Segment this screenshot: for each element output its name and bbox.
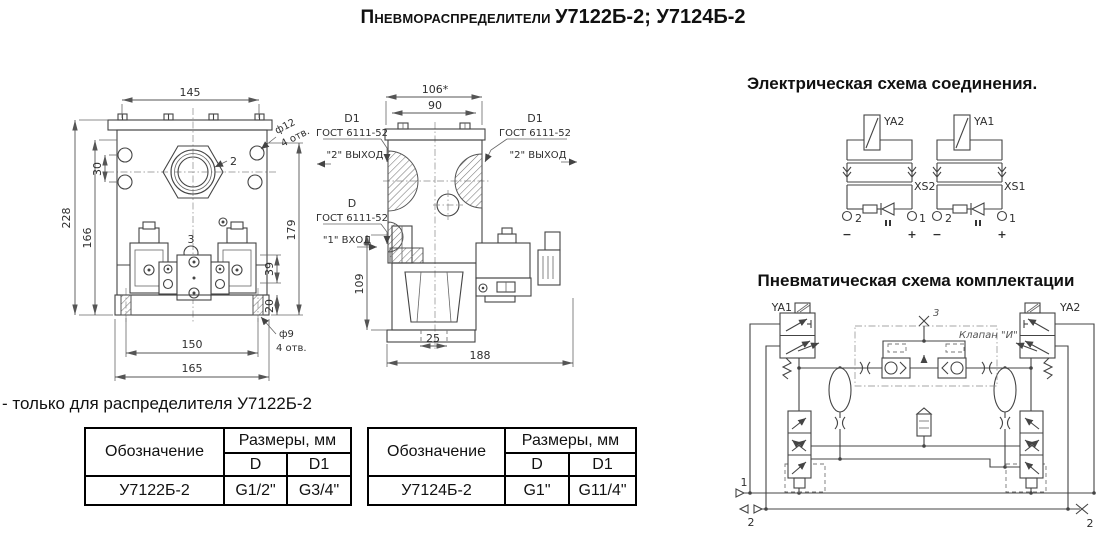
terminal-1: 1: [1009, 212, 1016, 225]
cell-d1-value: G11/4": [568, 475, 637, 506]
electrical-heading: Электрическая схема соединения.: [747, 74, 1038, 93]
port-bore-left: [387, 150, 419, 212]
col-designation: Обозначение: [84, 427, 225, 477]
dim-39: 39: [263, 262, 276, 276]
side-view-dimensions: 106* 90 109 25 188: [353, 83, 574, 367]
label-gost-r: ГОСТ 6111-52: [499, 128, 571, 139]
pneumatic-schematic: YA1 YA2 3: [735, 301, 1096, 530]
cell-d1-value: G3/4": [286, 475, 352, 506]
col-d: D: [223, 452, 288, 477]
polarity-minus: −: [842, 228, 851, 241]
port-symbols: 1 2 2: [735, 476, 1094, 530]
label-d1: D1: [344, 112, 359, 125]
valve-label-ya1: YA1: [771, 301, 792, 314]
port-boss-hexagon: [162, 145, 224, 199]
col-d1: D1: [286, 452, 352, 477]
dim-25: 25: [426, 332, 440, 345]
connector-label: XS2: [914, 180, 936, 193]
callout-port-2: 2: [230, 155, 237, 168]
dim-20: 20: [263, 299, 276, 313]
terminal-2: 2: [945, 212, 952, 225]
electrical-unit-ya1: YA1 XS1 2 1 − +: [931, 114, 1026, 241]
pilot-valve-ya1: YA1: [771, 301, 820, 380]
port-bore-right: [454, 153, 483, 209]
terminal-1: 1: [919, 212, 926, 225]
callout-3: 3: [933, 308, 939, 319]
hole-bottom-dia: ф9: [279, 329, 294, 340]
pneumatic-piping: [744, 323, 1096, 511]
dim-30: 30: [91, 162, 104, 176]
port-2-right-label: 2: [1087, 517, 1094, 530]
terminal-2: 2: [855, 212, 862, 225]
col-d1: D1: [568, 452, 637, 477]
cell-designation: У7122Б-2: [84, 475, 225, 506]
dim-188: 188: [470, 349, 491, 362]
valve-label-ya2: YA2: [1059, 301, 1080, 314]
main-valve-left: [784, 410, 826, 493]
col-sizes: Размеры, мм: [504, 427, 637, 454]
dim-166: 166: [81, 228, 94, 249]
dimensions-table-u7122: Обозначение Размеры, мм D D1 У7122Б-2 G1…: [84, 427, 352, 506]
dim-179: 179: [285, 220, 298, 241]
coil-label: YA2: [883, 115, 904, 128]
and-valve-block: 3 Клапан "И": [854, 308, 1018, 387]
and-valve-label: Клапан "И": [959, 330, 1018, 341]
label-gost2: ГОСТ 6111-52: [316, 213, 388, 224]
port-1-label: 1: [741, 476, 748, 489]
hole-bottom-qty: 4 отв.: [276, 343, 307, 354]
port-label-left-bottom: D ГОСТ 6111-52 "1" ВХОД: [316, 197, 391, 251]
coil-silhouette: [404, 271, 464, 323]
col-designation: Обозначение: [367, 427, 506, 477]
solenoid-connector-assembly: [475, 227, 561, 303]
page-title-models: У7122Б-2; У7124Б-2: [555, 6, 746, 28]
electrical-unit-ya2: YA2 XS2 2 1 − +: [841, 114, 936, 241]
page-title: Пневмораспределители У7122Б-2; У7124Б-2: [0, 6, 1106, 29]
pneumatic-heading: Пневматическая схема комплектации: [757, 271, 1075, 290]
label-in1: "1" ВХОД: [323, 235, 371, 246]
label-d1-r: D1: [527, 112, 542, 125]
dim-90: 90: [428, 99, 442, 112]
callout-port-3: 3: [188, 233, 195, 246]
cell-d-value: G1": [504, 475, 570, 506]
cell-d-value: G1/2": [223, 475, 288, 506]
polarity-minus: −: [932, 228, 941, 241]
silencer: [915, 407, 933, 446]
pilot-valve-ya2: YA2: [1015, 301, 1080, 380]
cell-designation: У7124Б-2: [367, 475, 506, 506]
receiver-right: [993, 367, 1017, 413]
side-view-drawing: 106* 90 109 25 188 D1 ГОСТ 6111-52 "2" В…: [316, 83, 577, 367]
dim-228: 228: [60, 208, 73, 229]
coil-label: YA1: [973, 115, 994, 128]
dim-109: 109: [353, 274, 366, 295]
polarity-plus: +: [907, 228, 916, 241]
polarity-plus: +: [997, 228, 1006, 241]
label-out2-r: "2" ВЫХОД: [510, 150, 567, 161]
label-gost: ГОСТ 6111-52: [316, 128, 388, 139]
port-label-right: D1 ГОСТ 6111-52 "2" ВЫХОД: [484, 112, 577, 166]
dim-145: 145: [180, 86, 201, 99]
connector-label: XS1: [1004, 180, 1026, 193]
label-d: D: [348, 197, 356, 210]
dimensions-table-u7124: Обозначение Размеры, мм D D1 У7124Б-2 G1…: [367, 427, 637, 506]
page-title-word: Пневмораспределители: [360, 7, 551, 28]
front-view-dimensions: 145 228 166 30 39 179 20 150 165 ф: [60, 86, 312, 381]
front-view-drawing: 145 228 166 30 39 179 20 150 165 ф: [60, 86, 312, 381]
port-label-left-top: D1 ГОСТ 6111-52 "2" ВЫХОД: [316, 112, 391, 168]
col-sizes: Размеры, мм: [223, 427, 352, 454]
top-screws: [117, 113, 265, 121]
receiver-left: [828, 367, 852, 413]
dim-165: 165: [182, 362, 203, 375]
port-2-left-label: 2: [748, 516, 755, 529]
col-d: D: [504, 452, 570, 477]
main-valve-right: [1005, 410, 1047, 493]
dim-106: 106*: [422, 83, 449, 96]
center-valve-block: [158, 254, 230, 301]
footnote: - только для распределителя У7122Б-2: [2, 394, 313, 413]
dim-150: 150: [182, 338, 203, 351]
label-out2: "2" ВЫХОД: [327, 150, 384, 161]
electrical-schematic: YA2 XS2 2 1 − + YA1: [841, 114, 1026, 241]
